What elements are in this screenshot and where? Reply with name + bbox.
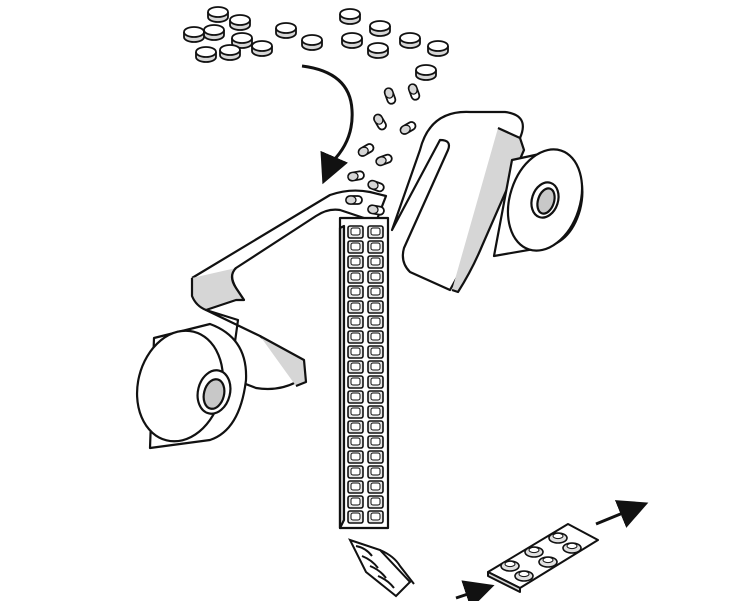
crimped-strip-end	[348, 538, 415, 598]
tablet-icon	[203, 24, 225, 41]
tablet-icon	[339, 8, 361, 25]
tablet-icon	[415, 64, 437, 81]
arrow-right-icon	[455, 580, 495, 601]
tablet-icon	[375, 153, 393, 167]
tablet-icon	[367, 42, 389, 59]
tablet-icon	[275, 22, 297, 39]
tablet-icon	[367, 179, 385, 193]
tablet-icon	[357, 143, 375, 157]
tablet-icon	[427, 40, 449, 57]
tablet-icon	[195, 46, 217, 63]
finished-blister-pack	[487, 523, 599, 593]
tablet-icon	[367, 204, 385, 216]
tablet-icon	[345, 195, 363, 205]
tablet-icon	[207, 6, 229, 23]
tablet-icon	[251, 40, 273, 57]
tablet-icon	[383, 87, 397, 105]
tablet-icon	[229, 14, 251, 31]
tablet-icon	[341, 32, 363, 49]
tablet-icon	[407, 83, 421, 101]
tablet-icon	[231, 32, 253, 49]
blister-strip	[338, 216, 390, 530]
tablet-icon	[219, 44, 241, 61]
right-film-roll	[390, 110, 584, 294]
tablet-icon	[369, 20, 391, 37]
tablet-icon	[301, 34, 323, 51]
curved-arrow-down-icon	[301, 64, 354, 185]
right-roll-core	[536, 187, 556, 215]
tablet-icon	[399, 32, 421, 49]
tablet-icon	[373, 113, 387, 131]
arrow-right-icon	[595, 500, 649, 528]
tablet-icon	[183, 26, 205, 43]
left-film-roll	[135, 189, 388, 450]
tablet-icon	[347, 170, 365, 182]
left-roll-core	[202, 378, 226, 410]
loose-tablets	[183, 6, 449, 216]
tablet-icon	[399, 121, 417, 135]
